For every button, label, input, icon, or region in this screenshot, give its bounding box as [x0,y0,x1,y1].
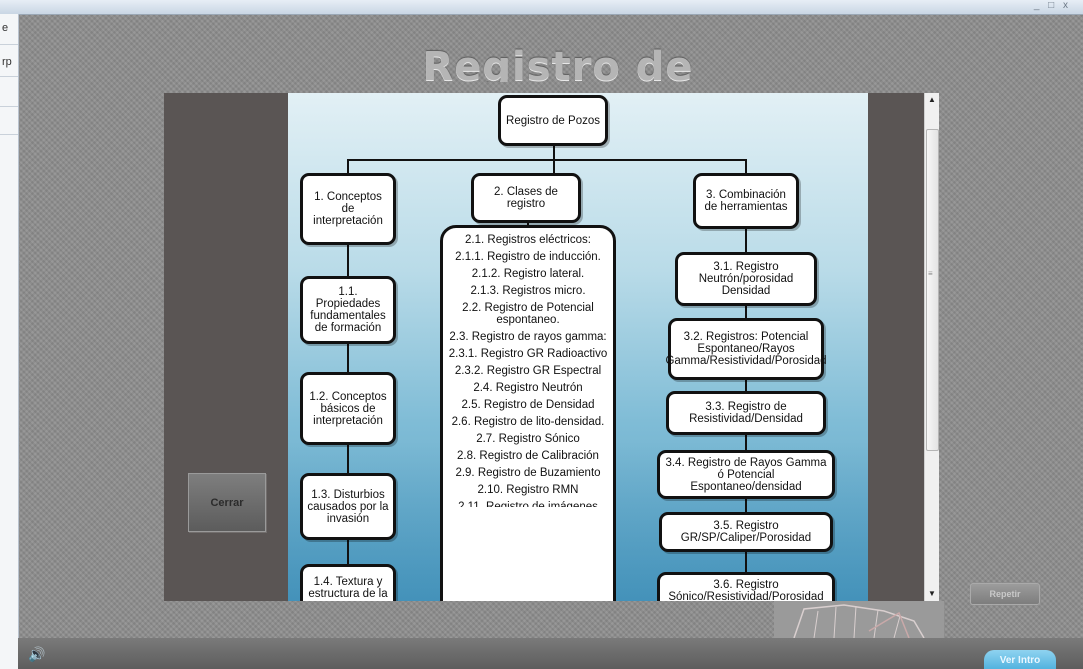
col1-item[interactable]: 1.2. Conceptos básicos de interpretación [300,372,396,445]
col1-item[interactable]: 1.1. Propiedades fundamentales de formac… [300,276,396,344]
diagram-viewport[interactable]: Registro de Pozos 1. Conceptos de interp… [288,93,868,601]
col3-item[interactable]: 3.6. Registro Sónico/Resistividad/Porosi… [657,572,835,601]
right-panel [868,93,924,601]
col2-item: 2.2. Registro de Potencial espontaneo. [462,302,594,326]
bottom-bar: 🔊 Ver Intro [18,638,1083,669]
col2-item: 2.3.2. Registro GR Espectral [454,365,602,377]
col2-item: 2.11. Registro de imágenes [458,501,598,507]
col1-item[interactable]: 1.4. Textura y estructura de la roca [300,564,396,601]
col2-item: 2.4. Registro Neutrón [473,382,583,394]
col2-item: 2.1. Registros eléctricos: [465,234,591,246]
window-titlebar: _ □ x [0,0,1083,15]
col2-item: 2.8. Registro de Calibración [457,450,599,462]
col3-item[interactable]: 3.5. Registro GR/SP/Caliper/Porosidad [659,512,833,552]
vertical-scrollbar[interactable]: ▲ ≡ ▼ [924,93,939,601]
app-title: Registro de Pozos [422,44,694,82]
repeat-button[interactable]: Repetir [970,583,1040,605]
close-button[interactable]: Cerrar [188,473,266,532]
scroll-up-icon[interactable]: ▲ [928,95,936,104]
scroll-down-icon[interactable]: ▼ [928,589,936,598]
col3-item[interactable]: 3.3. Registro de Resistividad/Densidad [666,391,826,435]
col2-item: 2.3.1. Registro GR Radioactivo [448,348,608,360]
col3-item[interactable]: 3.1. Registro Neutrón/porosidad Densidad [675,252,817,306]
col2-header[interactable]: 2. Clases de registro [471,173,581,223]
scroll-grip-icon: ≡ [928,269,933,278]
scrollbar-thumb[interactable] [926,129,939,451]
col2-item: 2.7. Registro Sónico [476,433,580,445]
col2-item: 2.3. Registro de rayos gamma: [449,331,607,343]
col2-list[interactable]: 2.1. Registros eléctricos: 2.1.1. Regist… [440,225,616,601]
col2-item: 2.6. Registro de lito-densidad. [451,416,605,428]
col2-item: 2.1.3. Registros micro. [470,285,586,297]
background-window-edge: e rp [0,14,19,669]
col3-item[interactable]: 3.4. Registro de Rayos Gamma ó Potencial… [657,450,835,499]
col3-item[interactable]: 3.2. Registros: Potencial Espontaneo/Ray… [665,318,827,380]
col2-item: 2.1.1. Registro de inducción. [455,251,601,263]
col1-item[interactable]: 1.3. Disturbios causados por la invasión [300,473,396,540]
speaker-icon[interactable]: 🔊 [28,646,46,662]
decorative-wireframe-image [774,601,944,638]
col2-item: 2.5. Registro de Densidad [461,399,595,411]
edge-text-1: e [2,22,9,34]
col2-item: 2.1.2. Registro lateral. [471,268,585,280]
window-controls[interactable]: _ □ x [1033,0,1071,11]
diagram-root[interactable]: Registro de Pozos [498,95,608,146]
col2-item: 2.10. Registro RMN [477,484,579,496]
app-window: Registro de Pozos Registro de Pozos 1. C… [18,14,1083,669]
edge-text-2: rp [2,56,12,68]
intro-button[interactable]: Ver Intro [984,650,1056,669]
col1-header[interactable]: 1. Conceptos de interpretación [300,173,396,245]
col3-header[interactable]: 3. Combinación de herramientas [693,173,799,229]
col2-item: 2.9. Registro de Buzamiento [455,467,601,479]
